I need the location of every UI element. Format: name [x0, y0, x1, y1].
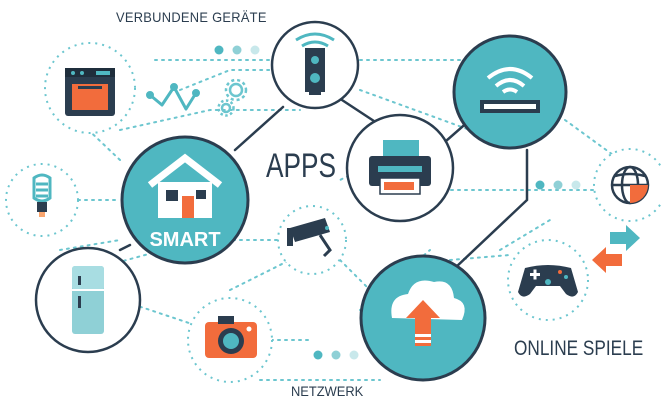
- cloud-node: [359, 254, 487, 382]
- arrows-icon: [592, 225, 640, 273]
- camera-icon: [205, 316, 257, 358]
- gears-icon: [217, 78, 248, 117]
- connected-devices-label: VERBUNDENE GERÄTE: [116, 9, 267, 25]
- gamepad-icon: [518, 265, 578, 297]
- globe-node: [593, 148, 661, 222]
- smart-label: SMART: [149, 229, 220, 251]
- bulb-node: [5, 163, 79, 237]
- speaker-icon: [295, 32, 335, 95]
- apps-label: APPS: [266, 147, 336, 185]
- gamepad-node: [507, 239, 589, 321]
- fridge-node: [34, 246, 142, 354]
- printer-node: [345, 113, 455, 223]
- router-node: [452, 34, 568, 150]
- oven-node: [44, 42, 136, 134]
- globe-icon: [610, 165, 650, 205]
- printer-icon: [369, 140, 431, 195]
- bulb-icon: [32, 173, 52, 217]
- security-camera-node: [277, 205, 347, 275]
- online-games-label: ONLINE SPIELE: [514, 337, 644, 360]
- network-label: NETZWERK: [291, 383, 364, 399]
- dot-accents: [214, 45, 581, 360]
- house-icon: [147, 153, 223, 218]
- security-camera-icon: [287, 218, 332, 258]
- camera-node: [187, 297, 273, 383]
- smart-home-node: SMART: [120, 135, 250, 265]
- fridge-icon: [72, 266, 104, 334]
- oven-icon: [65, 68, 115, 116]
- graph-icon: [146, 83, 200, 111]
- router-icon: [480, 67, 540, 113]
- speaker-node: [270, 20, 360, 110]
- cloud-upload-icon: [391, 280, 465, 346]
